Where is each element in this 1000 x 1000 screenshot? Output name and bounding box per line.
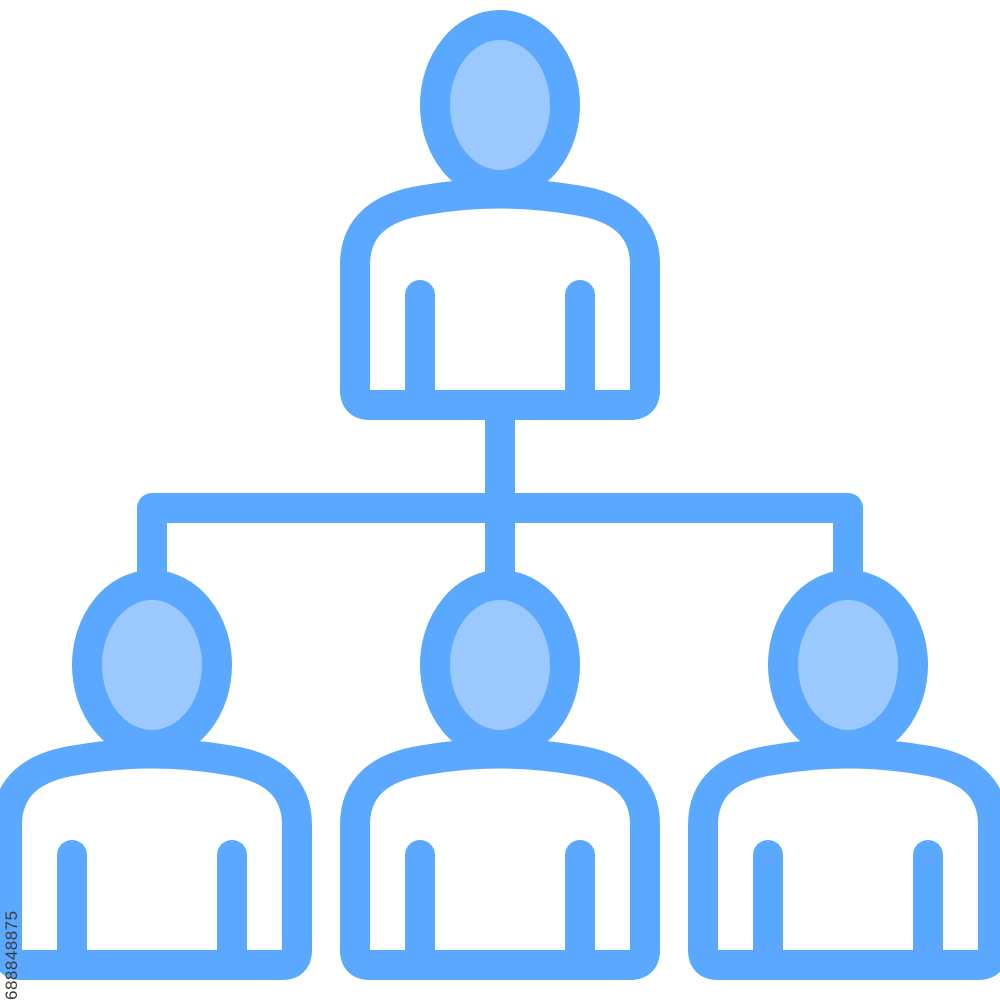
person-report-left-icon — [7, 585, 297, 965]
person-report-right-icon — [703, 585, 993, 965]
person-report-center-icon — [355, 585, 645, 965]
person-manager-icon — [355, 25, 645, 405]
watermark-id: 688848875 — [2, 910, 21, 1000]
